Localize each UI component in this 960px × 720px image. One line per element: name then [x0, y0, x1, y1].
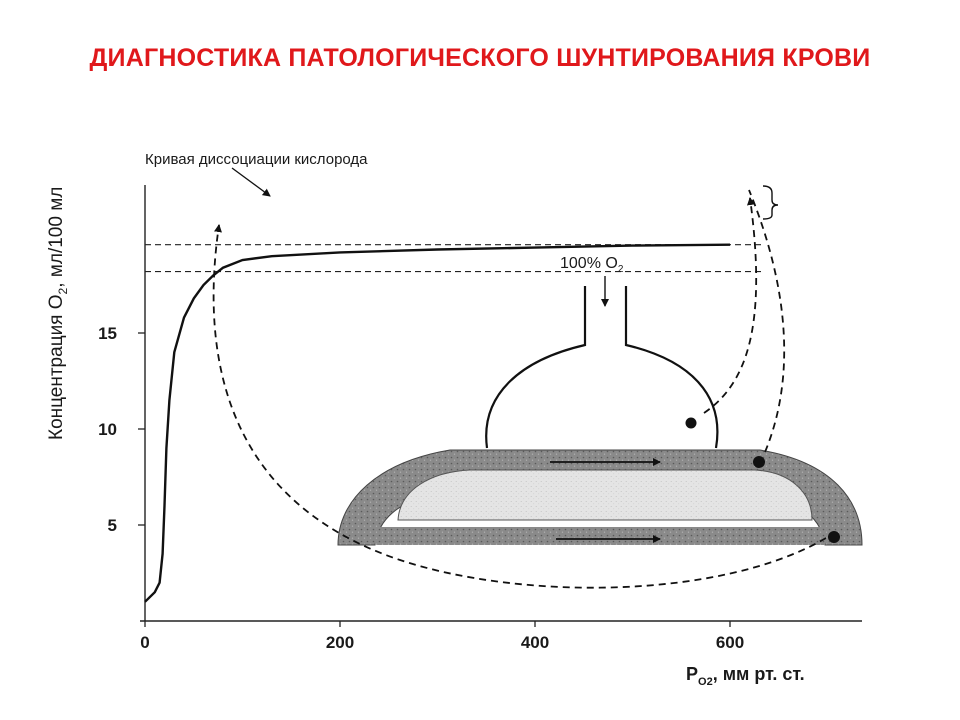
x-tick-label: 400: [521, 633, 549, 652]
end-capillary-point: [753, 456, 765, 468]
y-tick-label: 10: [98, 420, 117, 439]
curve-label: Кривая диссоциации кислорода: [145, 151, 368, 168]
saturation-gap-bracket: [762, 185, 779, 220]
x-axis-label: PO2, мм рт. ст.: [686, 664, 805, 688]
x-axis-ticks: 0 200 400 600: [140, 621, 744, 652]
y-tick-label: 5: [108, 516, 117, 535]
y-axis-ticks: 5 10 15: [98, 324, 145, 535]
x-tick-label: 0: [140, 633, 149, 652]
x-tick-label: 600: [716, 633, 744, 652]
alveolar-tissue: [397, 469, 813, 521]
arterial-to-curve-connector: [212, 224, 827, 589]
alveolar-to-curve-connector: [703, 197, 758, 414]
alveolar-gas-point: [685, 417, 697, 429]
y-tick-label: 15: [98, 324, 117, 343]
alveolus-capillary-schematic: 100% O2: [212, 189, 863, 589]
arterial-point: [828, 531, 840, 543]
curve-label-pointer: [231, 167, 271, 197]
y-axis-label: Концентрация O2, мл/100 мл: [46, 187, 70, 440]
x-tick-label: 200: [326, 633, 354, 652]
inspired-oxygen-label: 100% O2: [560, 255, 624, 275]
slide-title: ДИАГНОСТИКА ПАТОЛОГИЧЕСКОГО ШУНТИРОВАНИЯ…: [89, 44, 871, 72]
oxygen-dissociation-curve: [144, 243, 731, 603]
alveolus-outline: [485, 286, 719, 449]
shunt-vessel: [375, 527, 825, 545]
end-capillary-to-curve-connector: [748, 189, 786, 453]
